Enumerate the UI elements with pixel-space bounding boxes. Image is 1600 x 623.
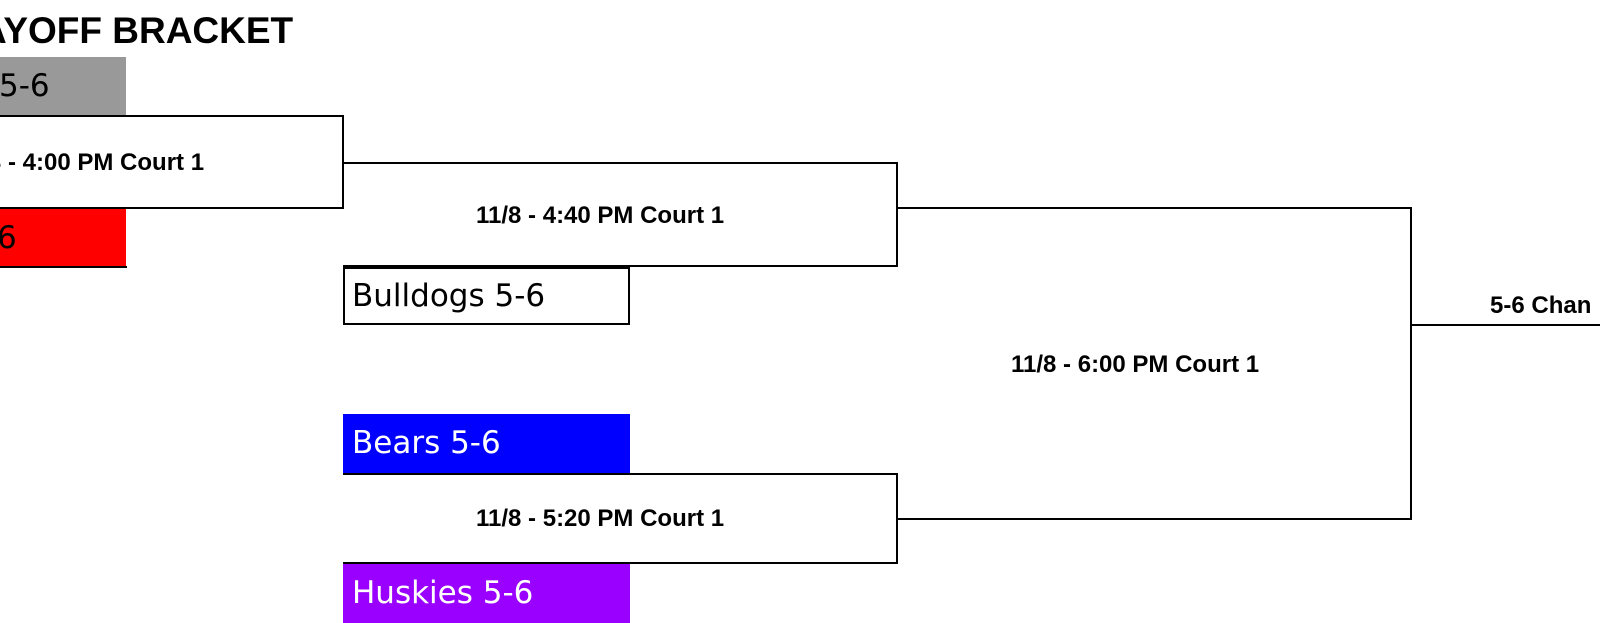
team-slot-underline [0, 266, 127, 268]
game-box-semifinal-2 [343, 473, 898, 564]
game-label-final: 11/8 - 6:00 PM Court 1 [1011, 351, 1260, 378]
team-slot-bears: Bears 5-6 [343, 414, 630, 473]
game-label-semifinal-2: 11/8 - 5:20 PM Court 1 [476, 505, 725, 532]
team-slot-seed-1: 5-6 [0, 57, 126, 115]
game-label-semifinal-1: 11/8 - 4:40 PM Court 1 [476, 202, 725, 229]
team-slot-seed-2: 6 [0, 209, 126, 267]
team-slot-bulldogs: Bulldogs 5-6 [343, 267, 630, 325]
game-box-semifinal-1 [343, 162, 898, 267]
champion-connector [1412, 324, 1600, 326]
game-label-round1: 3 - 4:00 PM Court 1 [0, 149, 205, 176]
bracket-title: AYOFF BRACKET [0, 10, 294, 51]
champion-label: 5-6 Chan [1490, 292, 1592, 319]
game-box-final [898, 207, 1412, 520]
team-slot-huskies: Huskies 5-6 [343, 564, 630, 623]
